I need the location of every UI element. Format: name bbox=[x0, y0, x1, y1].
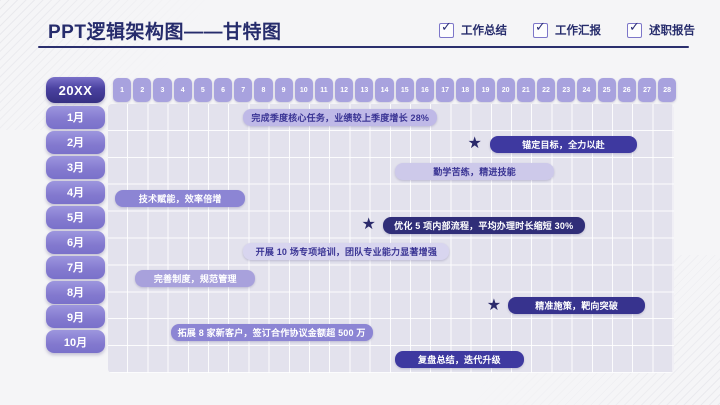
month-badge-6月: 6月 bbox=[46, 230, 105, 254]
day-cell-21: 21 bbox=[516, 78, 535, 102]
day-cell-12: 12 bbox=[335, 78, 354, 102]
gantt-bar-1月: 完成季度核心任务，业绩较上季度增长 28% bbox=[243, 108, 438, 126]
day-cell-14: 14 bbox=[375, 78, 394, 102]
title-divider bbox=[38, 46, 689, 48]
day-cell-5: 5 bbox=[193, 78, 212, 102]
star-icon: ★ bbox=[361, 215, 376, 233]
day-cell-4: 4 bbox=[173, 78, 192, 102]
legend: ✓ 工作总结 ✓ 工作汇报 ✓ 述职报告 bbox=[439, 18, 695, 38]
day-cell-18: 18 bbox=[456, 78, 475, 102]
checkbox-checked-icon[interactable]: ✓ bbox=[439, 18, 454, 38]
day-cell-27: 27 bbox=[637, 78, 657, 102]
day-cell-25: 25 bbox=[597, 78, 616, 102]
day-cell-20: 20 bbox=[496, 78, 515, 102]
month-badge-5月: 5月 bbox=[46, 205, 105, 229]
month-badge-7月: 7月 bbox=[46, 255, 105, 279]
checkbox-checked-icon[interactable]: ✓ bbox=[627, 18, 642, 38]
gantt-bar-2月: 锚定目标，全力以赴 bbox=[489, 135, 638, 153]
gantt-grid: 完成季度核心任务，业绩较上季度增长 28% 锚定目标，全力以赴 ★ 勤学苦练，精进技能… bbox=[108, 104, 674, 373]
day-cell-2: 2 bbox=[133, 78, 152, 102]
checkbox-checked-icon[interactable]: ✓ bbox=[533, 18, 548, 38]
day-cell-7: 7 bbox=[234, 78, 253, 102]
legend-item-1[interactable]: ✓ 工作总结 bbox=[439, 18, 507, 38]
day-cell-19: 19 bbox=[476, 78, 495, 102]
gantt-bar-4月: 技术赋能，效率倍增 bbox=[115, 189, 246, 207]
legend-item-3[interactable]: ✓ 述职报告 bbox=[627, 18, 695, 38]
page-title: PPT逻辑架构图——甘特图 bbox=[48, 21, 282, 43]
day-cell-10: 10 bbox=[294, 78, 313, 102]
day-cell-9: 9 bbox=[274, 78, 293, 102]
day-cell-26: 26 bbox=[617, 78, 636, 102]
month-badge-8月: 8月 bbox=[46, 280, 105, 304]
legend-item-2[interactable]: ✓ 工作汇报 bbox=[533, 18, 601, 38]
day-cell-6: 6 bbox=[213, 78, 233, 102]
legend-label: 工作汇报 bbox=[555, 25, 601, 37]
star-icon: ★ bbox=[486, 296, 502, 314]
legend-label: 工作总结 bbox=[461, 25, 507, 37]
gantt-bar-6月: 开展 10 场专项培训，团队专业能力显著增强 bbox=[243, 243, 450, 261]
day-cell-28: 28 bbox=[658, 78, 677, 102]
check-mark-icon: ✓ bbox=[535, 18, 546, 34]
legend-label: 述职报告 bbox=[649, 25, 695, 37]
gantt-bar-9月: 拓展 8 家新客户，签订合作协议金额超 500 万 bbox=[170, 324, 373, 342]
star-icon: ★ bbox=[467, 135, 482, 153]
day-cell-23: 23 bbox=[557, 78, 576, 102]
year-badge: 20XX bbox=[46, 77, 105, 103]
month-badge-1月: 1月 bbox=[46, 105, 105, 129]
check-mark-icon: ✓ bbox=[629, 18, 640, 34]
day-cell-11: 11 bbox=[314, 78, 334, 102]
month-badge-10月: 10月 bbox=[46, 330, 105, 354]
day-cell-22: 22 bbox=[536, 78, 556, 102]
day-cell-1: 1 bbox=[113, 78, 132, 102]
gantt-bar-7月: 完善制度，规范管理 bbox=[135, 270, 256, 288]
month-badge-9月: 9月 bbox=[46, 305, 105, 329]
day-cell-16: 16 bbox=[415, 78, 434, 102]
day-cell-3: 3 bbox=[153, 78, 172, 102]
header: PPT逻辑架构图——甘特图 ✓ 工作总结 ✓ 工作汇报 ✓ 述职报告 bbox=[48, 16, 695, 44]
check-mark-icon: ✓ bbox=[441, 18, 452, 34]
day-cell-17: 17 bbox=[436, 78, 455, 102]
month-badge-3月: 3月 bbox=[46, 155, 105, 179]
gantt-bar-10月: 复盘总结，迭代升级 bbox=[394, 351, 525, 368]
gantt-bar-3月: 勤学苦练，精进技能 bbox=[394, 162, 555, 180]
gantt-bar-8月: 精准施策，靶向突破 bbox=[507, 297, 646, 315]
month-badge-2月: 2月 bbox=[46, 130, 105, 154]
day-cell-24: 24 bbox=[577, 78, 596, 102]
gantt-bar-5月: 优化 5 项内部流程，平均办理时长缩短 30% bbox=[382, 216, 585, 234]
day-cell-13: 13 bbox=[355, 78, 374, 102]
day-cell-15: 15 bbox=[395, 78, 414, 102]
day-cell-8: 8 bbox=[254, 78, 273, 102]
month-badge-4月: 4月 bbox=[46, 180, 105, 204]
